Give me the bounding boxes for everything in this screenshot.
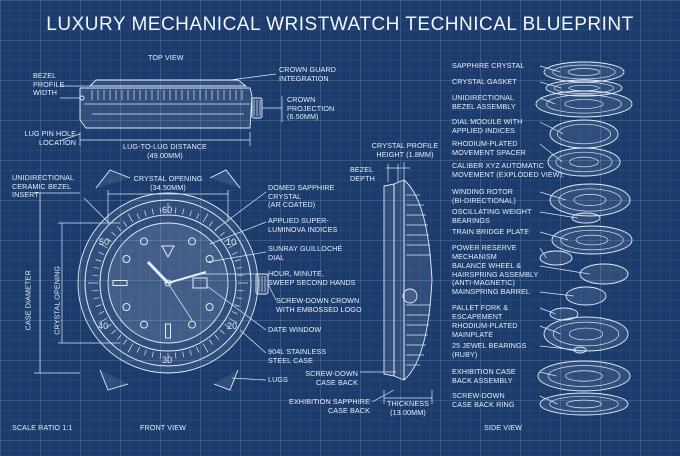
lug-pin-hole-label: LUG PIN HOLE LOCATION	[24, 129, 76, 147]
exploded-label-11: BALANCE WHEEL & HAIRSPRING ASSEMBLY (ANT…	[452, 261, 539, 288]
exploded-label-5: RHODIUM-PLATED MOVEMENT SPACER	[452, 139, 526, 157]
bezel-depth-label: BEZEL DEPTH	[350, 165, 375, 183]
lug-to-lug-label: LUG-TO-LUG DISTANCE (49.00MM)	[123, 142, 207, 160]
top-view-drawing	[60, 73, 283, 146]
front-view-drawing	[34, 169, 277, 391]
exploded-label-7: WINDING ROTOR (BI-DIRECTIONAL)	[452, 187, 516, 205]
exploded-label-16: EXHIBITION CASE BACK ASSEMBLY	[452, 367, 516, 385]
exploded-part-17	[539, 392, 629, 416]
exhibition-case-back-label: EXHIBITION SAPPHIRE CASE BACK	[289, 397, 370, 415]
exploded-part-9	[551, 225, 633, 255]
exploded-label-15: 25 JEWEL BEARINGS (RUBY)	[452, 341, 527, 359]
screw-down-crown-label: SCREW-DOWN CROWN WITH EMBOSSED LOGO	[276, 296, 362, 314]
bezel-number-20: 20	[227, 321, 238, 331]
bezel-number-60: 60	[162, 205, 173, 215]
crown-projection-label: CROWN PROJECTION (6.50MM)	[287, 95, 335, 122]
exploded-label-8: OSCILLATING WEIGHT BEARINGS	[452, 207, 532, 225]
exploded-part-13	[549, 307, 579, 321]
case-diameter-label: CASE DIAMETER	[23, 270, 33, 331]
exploded-part-14	[543, 316, 629, 352]
date-window-label: DATE WINDOW	[268, 325, 322, 334]
exploded-label-4: DIAL MODULE WITH APPLIED INDICES	[452, 117, 523, 135]
exploded-label-14: RHODIUM-PLATED MAINPLATE	[452, 321, 518, 339]
crystal-profile-label: CRYSTAL PROFILE HEIGHT (1.8MM)	[371, 141, 439, 159]
lugs-label: LUGS	[268, 375, 288, 384]
exploded-part-8	[571, 212, 601, 224]
bezel-number-50: 50	[99, 237, 110, 247]
exploded-label-6: CALIBER XYZ AUTOMATIC MOVEMENT (EXPLODED…	[452, 161, 565, 179]
front-view-heading: FRONT VIEW	[140, 423, 186, 432]
exploded-part-3	[535, 90, 633, 118]
ceramic-bezel-label: UNIDIRECTIONAL CERAMIC BEZEL INSERT	[12, 173, 75, 200]
steel-case-label: 904L STAINLESS STEEL CASE	[268, 347, 327, 365]
hands-label: HOUR, MINUTE, SWEEP SECOND HANDS	[268, 269, 356, 287]
exploded-label-12: MAINSPRING BARREL	[452, 287, 530, 296]
bezel-number-30: 30	[162, 355, 173, 365]
exploded-label-2: CRYSTAL GASKET	[452, 77, 517, 86]
exploded-part-5	[547, 147, 621, 177]
screw-down-case-back-label: SCREW-DOWN CASE BACK	[305, 369, 358, 387]
exploded-label-13: PALLET FORK & ESCAPEMENT	[452, 303, 509, 321]
blueprint-title: LUXURY MECHANICAL WRISTWATCH TECHNICAL B…	[46, 14, 634, 35]
exploded-part-12	[565, 286, 607, 306]
sunray-dial-label: SUNRAY GUILLOCHÉ DIAL	[268, 244, 343, 262]
side-view-heading: SIDE VIEW	[484, 423, 523, 432]
bezel-number-10: 10	[226, 237, 237, 247]
exploded-label-3: UNIDIRECTIONAL BEZEL ASSEMBLY	[452, 93, 516, 111]
exploded-part-16	[537, 360, 631, 392]
exploded-view-drawing	[535, 61, 633, 416]
exploded-label-17: SCREW-DOWN CASE BACK RING	[452, 391, 515, 409]
exploded-label-10: POWER RESERVE MECHANISM	[452, 243, 517, 261]
thickness-label: THICKNESS (13.00MM)	[386, 399, 430, 417]
exploded-part-10	[539, 250, 573, 266]
side-view-drawing	[360, 162, 433, 404]
scale-ratio-label: SCALE RATIO 1:1	[12, 423, 73, 432]
exploded-part-1	[543, 61, 625, 83]
exploded-part-4	[549, 119, 619, 149]
top-view-heading: TOP VIEW	[148, 53, 184, 62]
exploded-part-11	[579, 263, 629, 285]
crystal-opening-label: CRYSTAL OPENING (34.50MM)	[133, 174, 203, 192]
domed-sapphire-label: DOMED SAPPHIRE CRYSTAL (AR COATED)	[268, 183, 335, 210]
bezel-profile-width-label: BEZEL PROFILE WIDTH	[33, 71, 65, 98]
bezel-number-40: 40	[98, 321, 109, 331]
crystal-opening-vertical-label: CRYSTAL OPENING	[52, 265, 62, 335]
crown-guard-label: CROWN GUARD INTEGRATION	[279, 65, 336, 83]
luminova-label: APPLIED SUPER- LUMINOVA INDICES	[268, 216, 338, 234]
exploded-part-7	[549, 183, 631, 217]
exploded-label-9: TRAIN BRIDGE PLATE	[452, 227, 530, 236]
exploded-label-1: SAPPHIRE CRYSTAL	[452, 61, 525, 70]
